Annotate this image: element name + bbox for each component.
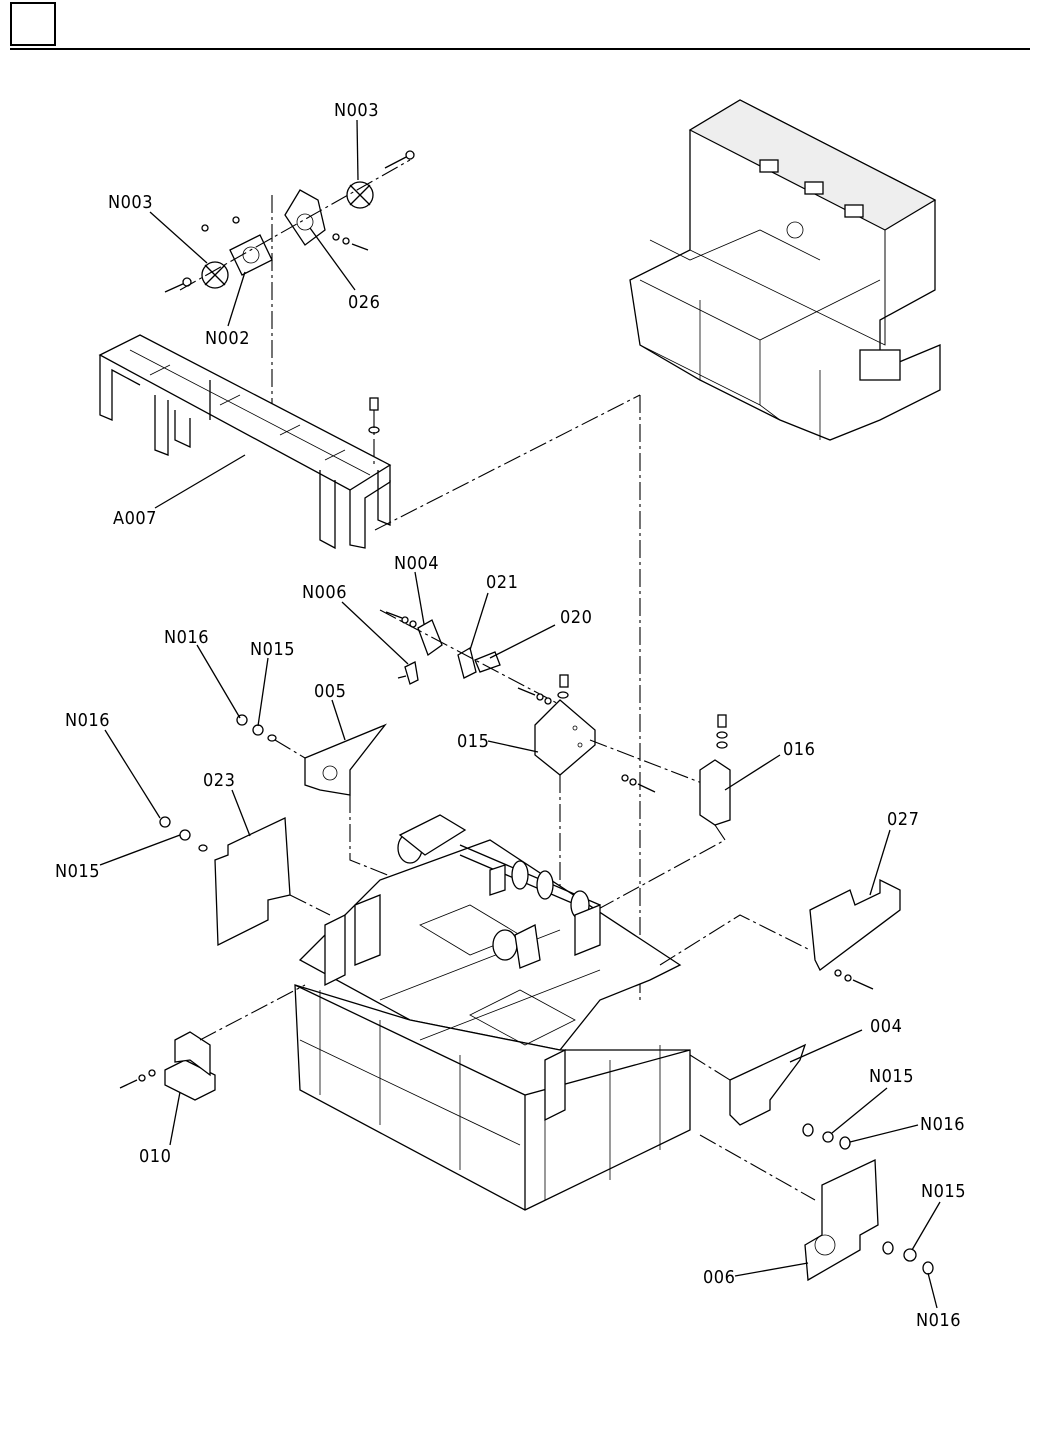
label-015: 015 (457, 731, 489, 752)
bracket-010 (120, 985, 305, 1100)
label-021: 021 (486, 572, 518, 593)
plate-023 (160, 817, 330, 945)
main-base-assembly (295, 815, 690, 1210)
label-n002: N002 (205, 328, 250, 349)
label-010: 010 (139, 1146, 171, 1167)
assembly-line-1 (375, 395, 640, 530)
plate-027 (810, 880, 900, 989)
label-005: 005 (314, 681, 346, 702)
label-020: 020 (560, 607, 592, 628)
label-n003-left: N003 (108, 192, 153, 213)
label-026: 026 (348, 292, 380, 313)
label-027: 027 (887, 809, 919, 830)
label-n006: N006 (302, 582, 347, 603)
label-n016-c: N016 (920, 1114, 965, 1135)
plate-004 (690, 1045, 850, 1149)
label-016: 016 (783, 739, 815, 760)
plate-006 (700, 1135, 933, 1280)
assembled-machine-view (630, 100, 940, 440)
label-n004: N004 (394, 553, 439, 574)
assembly-line-027 (660, 915, 810, 965)
label-a007: A007 (113, 508, 157, 529)
label-006: 006 (703, 1267, 735, 1288)
label-n016-d: N016 (916, 1310, 961, 1331)
label-n003-top: N003 (334, 100, 379, 121)
label-n016-a: N016 (164, 627, 209, 648)
label-n015-b: N015 (55, 861, 100, 882)
label-n016-b: N016 (65, 710, 110, 731)
label-n015-a: N015 (250, 639, 295, 660)
label-n015-d: N015 (921, 1181, 966, 1202)
label-023: 023 (203, 770, 235, 791)
label-n015-c: N015 (869, 1066, 914, 1087)
label-004: 004 (870, 1016, 902, 1037)
